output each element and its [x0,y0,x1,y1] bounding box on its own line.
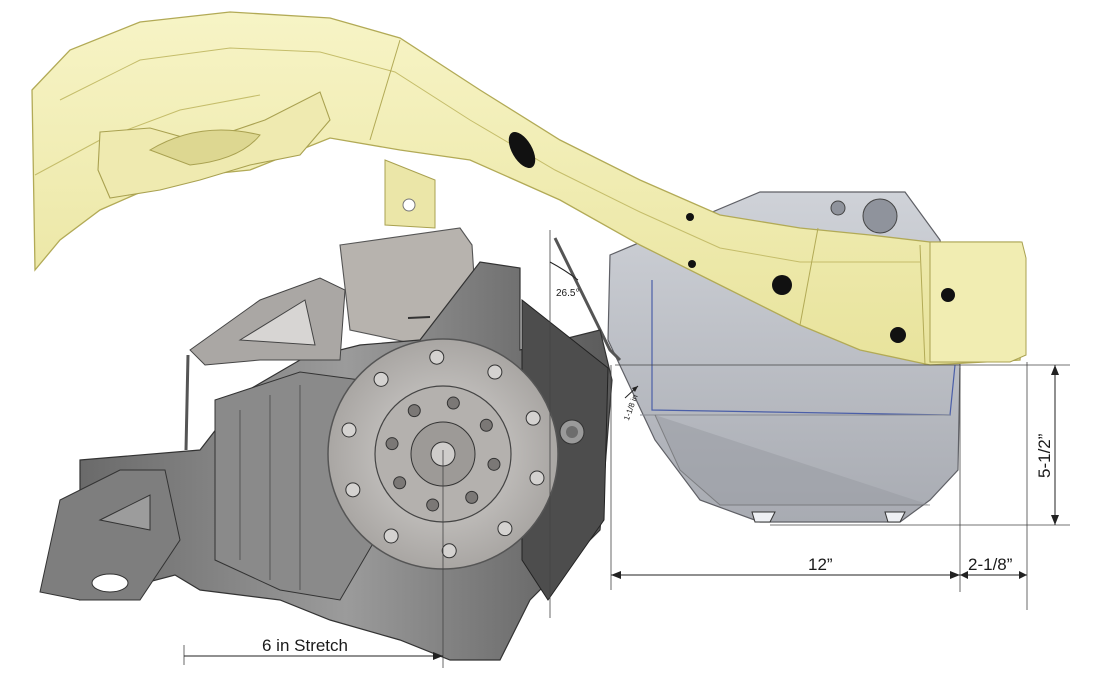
hub-stud [407,404,421,418]
rotor-bolts [341,349,545,559]
stretch-label: 6 in Stretch [262,636,348,655]
hub-stud [479,418,493,432]
rotor-bolt [487,364,503,380]
rotor-bolt [341,422,357,438]
stretch-dimension: 6 in Stretch [183,450,444,668]
angle-label: 26.5° [556,288,579,299]
rotor-bolt [497,521,513,537]
hub-stud [393,476,407,490]
hub-stud [487,457,501,471]
length-label: 12” [808,555,833,574]
hub-stud [426,498,440,512]
angle-dimension: 26.5° [549,230,579,618]
hub-stud [465,490,479,504]
rotor-bolt [429,349,445,365]
rotor-bolt [373,371,389,387]
hub-stud [446,396,460,410]
height-dimension: 5-1/2” [1035,365,1059,525]
frame-rail [31,11,1027,366]
rotor-bolt [441,543,457,559]
rotor-bolt [525,410,541,426]
rotor-bolt [383,528,399,544]
rotor-bolt [529,470,545,486]
hub-stud [385,437,399,451]
hub-studs [385,396,501,512]
horizontal-dimensions: 12” 2-1/8” [610,362,1070,610]
offset-label: 2-1/8” [968,555,1013,574]
rotor-bolt [345,482,361,498]
height-label: 5-1/2” [1035,433,1054,478]
